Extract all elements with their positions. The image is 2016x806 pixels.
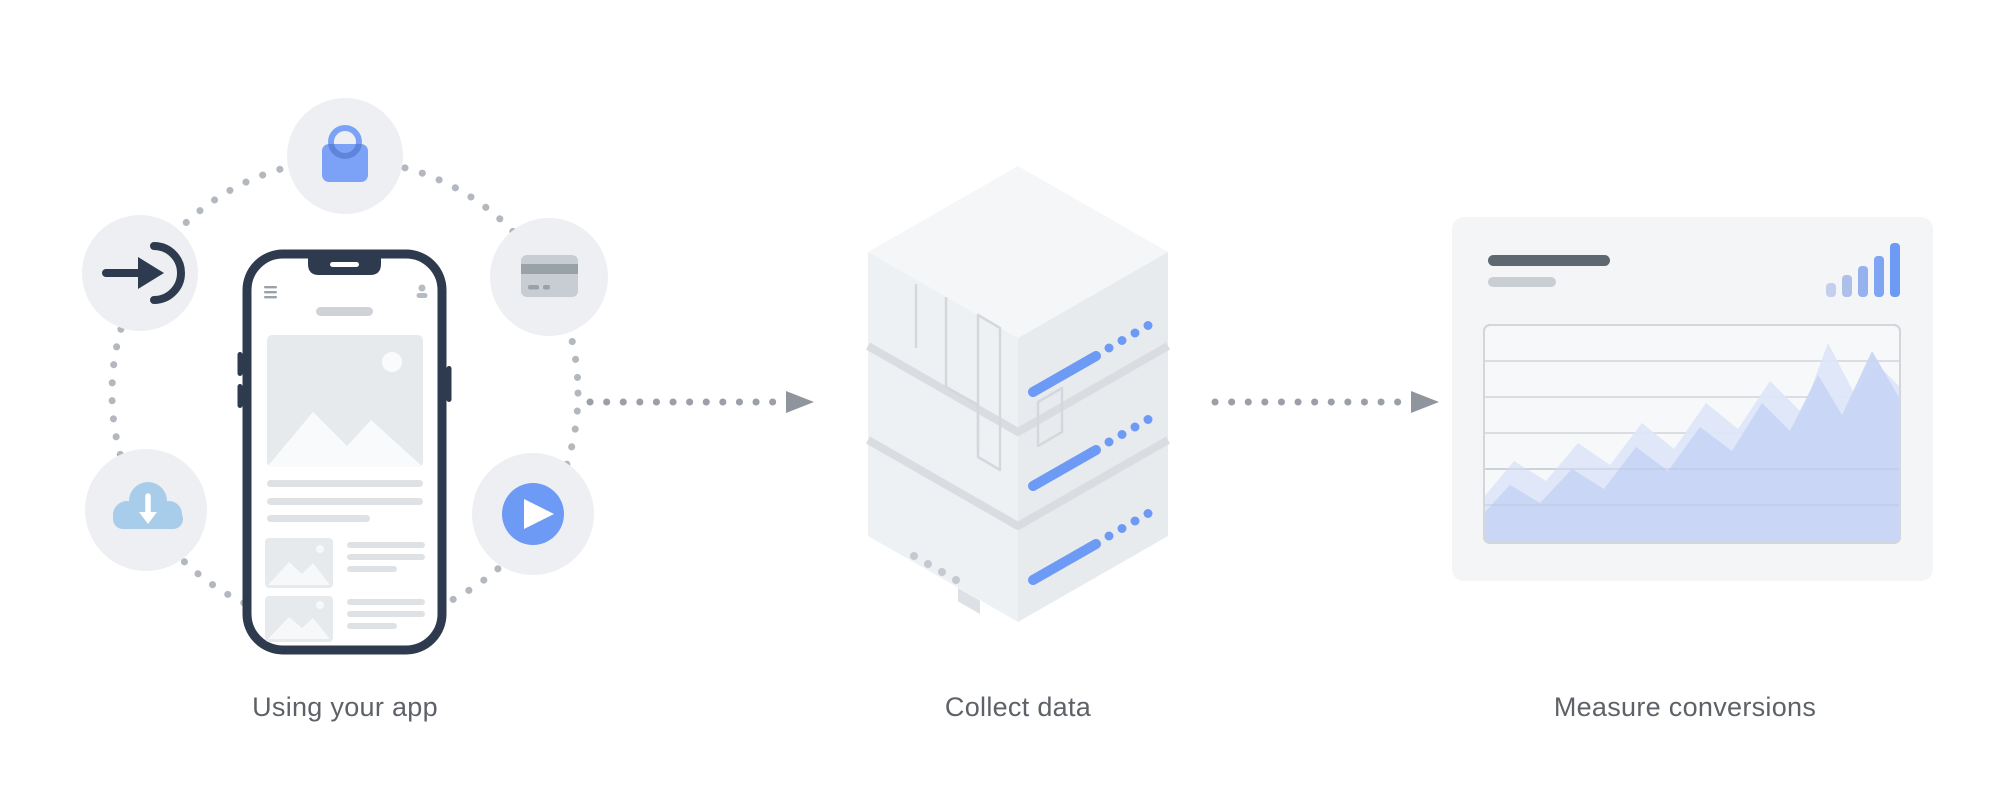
card-title-bar [1488, 255, 1610, 266]
analytics-card-illustration [1452, 217, 1933, 581]
shopping-bag-icon [287, 98, 403, 214]
text-line-placeholders [267, 480, 423, 522]
card-subtitle-bar [1488, 277, 1556, 287]
credit-card-icon [490, 218, 608, 336]
step-label-measure-conversions: Measure conversions [1553, 692, 1817, 722]
circuit-lines [914, 284, 1064, 472]
using-your-app-illustration [82, 98, 608, 655]
server-foot [958, 588, 980, 614]
play-icon [472, 453, 594, 575]
flow-arrow-icon [586, 391, 814, 413]
smartphone-illustration [237, 249, 452, 655]
phone-speaker [330, 262, 359, 267]
flow-arrow-icon [1211, 391, 1439, 413]
server-left-face [868, 252, 1018, 622]
bar-chart-icon [1826, 243, 1900, 297]
server-status-bars [1028, 351, 1101, 585]
hamburger-menu-icon [264, 286, 277, 299]
server-stack-illustration [866, 166, 1170, 622]
list-item [265, 538, 425, 588]
dotted-ring [108, 156, 582, 630]
profile-icon [416, 284, 428, 298]
server-status-dots [1104, 321, 1153, 541]
sign-in-icon [82, 215, 198, 331]
image-placeholder [267, 335, 423, 467]
step-label-using-your-app: Using your app [252, 692, 438, 722]
search-pill [316, 307, 373, 316]
list-item [265, 596, 425, 642]
cloud-download-icon [85, 449, 207, 571]
area-chart [1484, 343, 1900, 543]
server-ports [910, 552, 960, 584]
step-label-collect-data: Collect data [944, 692, 1092, 722]
server-right-face [1018, 252, 1168, 622]
